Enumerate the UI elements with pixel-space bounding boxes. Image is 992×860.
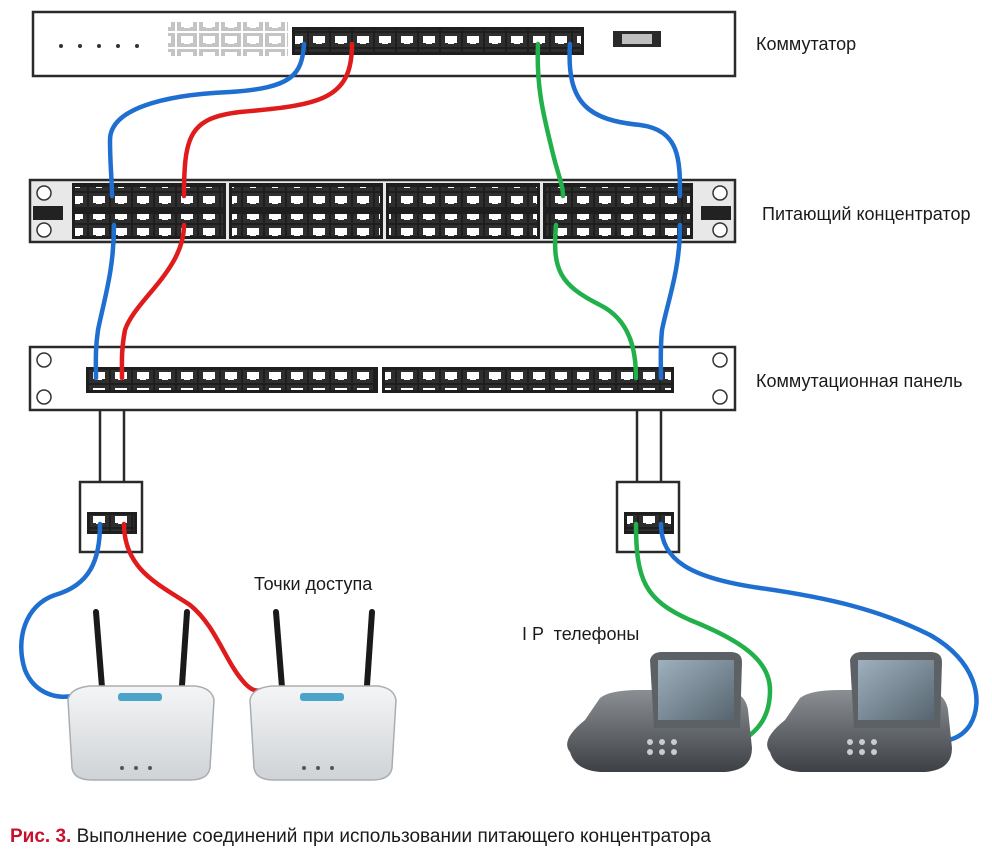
rack-bracket	[33, 206, 63, 220]
hub-ports-bottom	[232, 214, 380, 236]
hub-ports-top	[75, 187, 223, 209]
switch-status-indicators	[168, 22, 288, 56]
rack-screw-icon	[712, 352, 728, 368]
hub-ports-bottom	[389, 214, 537, 236]
patch-ports-left	[89, 370, 375, 390]
switch-device	[31, 10, 737, 78]
wall-outlet-right	[615, 480, 681, 554]
access-point-1	[67, 609, 215, 781]
phone-screen	[858, 660, 934, 720]
hub-ports-top	[232, 187, 380, 209]
caption-figure-number: Рис. 3.	[10, 826, 72, 847]
cable-red-outlet-ap2	[121, 521, 265, 693]
access-point-2	[249, 609, 397, 781]
wall-run-right	[635, 410, 663, 482]
cable-blue-switch-hub-right	[567, 41, 683, 199]
ip-phone-1	[567, 652, 752, 772]
cable-blue-outlet-ap1	[19, 521, 103, 699]
hub-ports-top	[389, 187, 537, 209]
label-switch: Коммутатор	[756, 34, 857, 54]
brand-logo	[118, 693, 162, 701]
console-port-icon	[613, 31, 661, 47]
rack-screw-icon	[36, 352, 52, 368]
label-ip-phones: I P телефоны	[522, 624, 640, 644]
label-patch-panel: Коммутационная панель	[756, 371, 963, 391]
rack-bracket	[701, 206, 731, 220]
wall-outlet-left	[78, 480, 144, 554]
hub-ports-bottom	[546, 214, 690, 236]
hub-ports-top	[546, 187, 690, 209]
poe-hub-device	[28, 178, 737, 244]
ip-phone-2	[767, 652, 952, 772]
caption-text: Выполнение соединений при использовании …	[71, 826, 711, 847]
rack-screw-icon	[712, 389, 728, 405]
cable-blue-hub-patch-right	[658, 222, 683, 381]
patch-panel-device	[28, 345, 737, 412]
cable-green-outlet-phone1	[633, 521, 773, 745]
brand-logo	[300, 693, 344, 701]
cables	[19, 41, 979, 745]
switch-leds	[59, 44, 139, 48]
rack-screw-icon	[36, 222, 52, 238]
figure-caption: Рис. 3. Выполнение соединений при исполь…	[10, 826, 711, 848]
hub-ports-bottom	[75, 214, 223, 236]
phone-screen	[658, 660, 734, 720]
cable-red-switch-hub-left	[181, 41, 355, 199]
cable-blue-hub-patch-left	[93, 222, 117, 381]
label-access-points: Точки доступа	[254, 574, 373, 594]
wall-run-left	[98, 410, 126, 482]
rack-screw-icon	[36, 185, 52, 201]
rack-screw-icon	[712, 222, 728, 238]
cable-green-hub-patch-right	[552, 222, 639, 381]
cable-blue-switch-hub-left	[107, 41, 307, 199]
cable-red-hub-patch-left	[119, 222, 187, 381]
cable-blue-outlet-phone2	[658, 521, 979, 743]
switch-ports	[295, 30, 581, 52]
label-poe-hub: Питающий концентратор	[762, 204, 971, 224]
rack-screw-icon	[36, 389, 52, 405]
rack-screw-icon	[712, 185, 728, 201]
patch-ports-right	[385, 370, 671, 390]
cable-green-switch-hub-right	[535, 41, 566, 199]
